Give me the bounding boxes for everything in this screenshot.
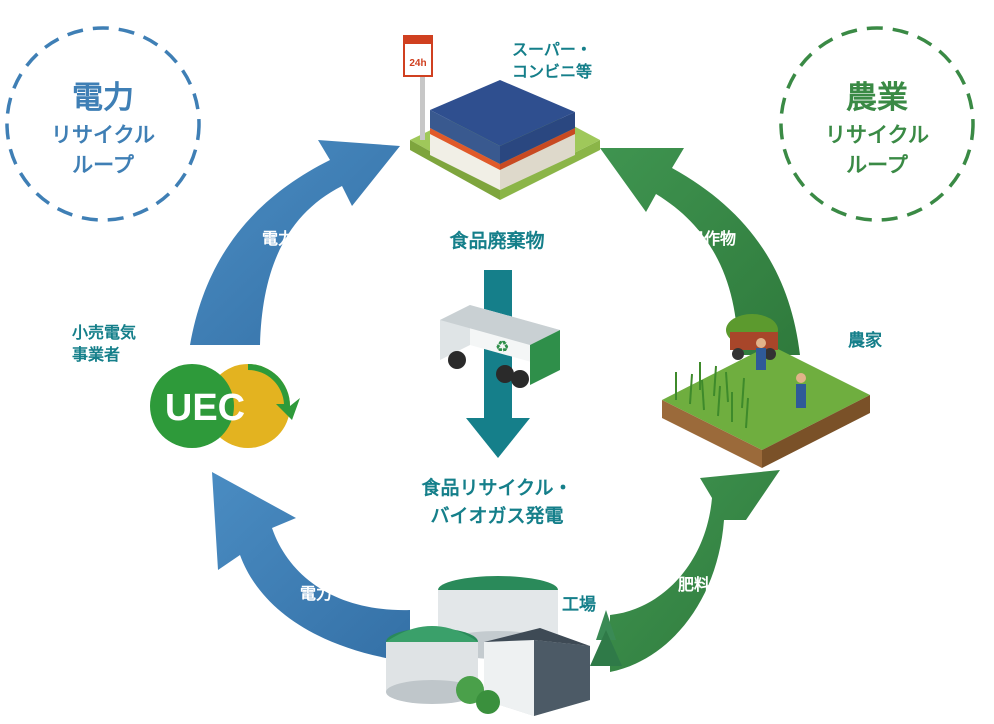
arrow-label-bottom-left: 電力	[300, 584, 332, 603]
arrow-label-bottom-right: 肥料	[678, 575, 710, 594]
electric-loop-circle	[5, 26, 201, 222]
electric-loop-line2: ループ	[72, 153, 135, 177]
store-illustration	[403, 35, 600, 200]
agri-loop-line2: ループ	[846, 153, 909, 177]
uec-logo-text: UEC	[165, 387, 245, 429]
farm-illustration	[662, 314, 870, 468]
plant-label-line1: 食品リサイクル・	[421, 476, 572, 499]
electric-loop-line1: リサイクル	[51, 123, 155, 147]
factory-illustration	[386, 576, 622, 716]
store-sign-24h: 24h	[409, 58, 426, 69]
electric-loop-title: 電力	[72, 80, 134, 116]
svg-text:♻: ♻	[495, 337, 509, 356]
factory-label: 工場	[562, 595, 596, 615]
arrow-crops-top-right	[600, 148, 800, 355]
store-label-line1: スーパー・	[512, 40, 592, 59]
store-label-line2: コンビニ等	[512, 62, 592, 81]
agri-loop-line1: リサイクル	[825, 123, 929, 147]
retailer-label-line1: 小売電気	[72, 323, 136, 342]
agri-loop-circle	[779, 26, 975, 222]
retailer-label-line2: 事業者	[72, 345, 120, 364]
garbage-truck-icon: ♻	[440, 305, 560, 388]
farm-label: 農家	[848, 330, 882, 351]
arrow-electricity-bottom-left	[212, 472, 410, 662]
food-waste-label: 食品廃棄物	[449, 229, 544, 252]
down-arrow-center	[466, 270, 530, 458]
plant-label-line2: バイオガス発電	[430, 504, 563, 527]
arrow-label-top-right: 農作物	[688, 229, 736, 248]
uec-logo	[150, 364, 300, 448]
arrow-label-top-left: 電力	[262, 229, 294, 248]
arrow-fertilizer-bottom-right	[610, 470, 780, 672]
agri-loop-title: 農業	[846, 80, 908, 116]
arrow-electricity-top-left	[190, 140, 400, 345]
